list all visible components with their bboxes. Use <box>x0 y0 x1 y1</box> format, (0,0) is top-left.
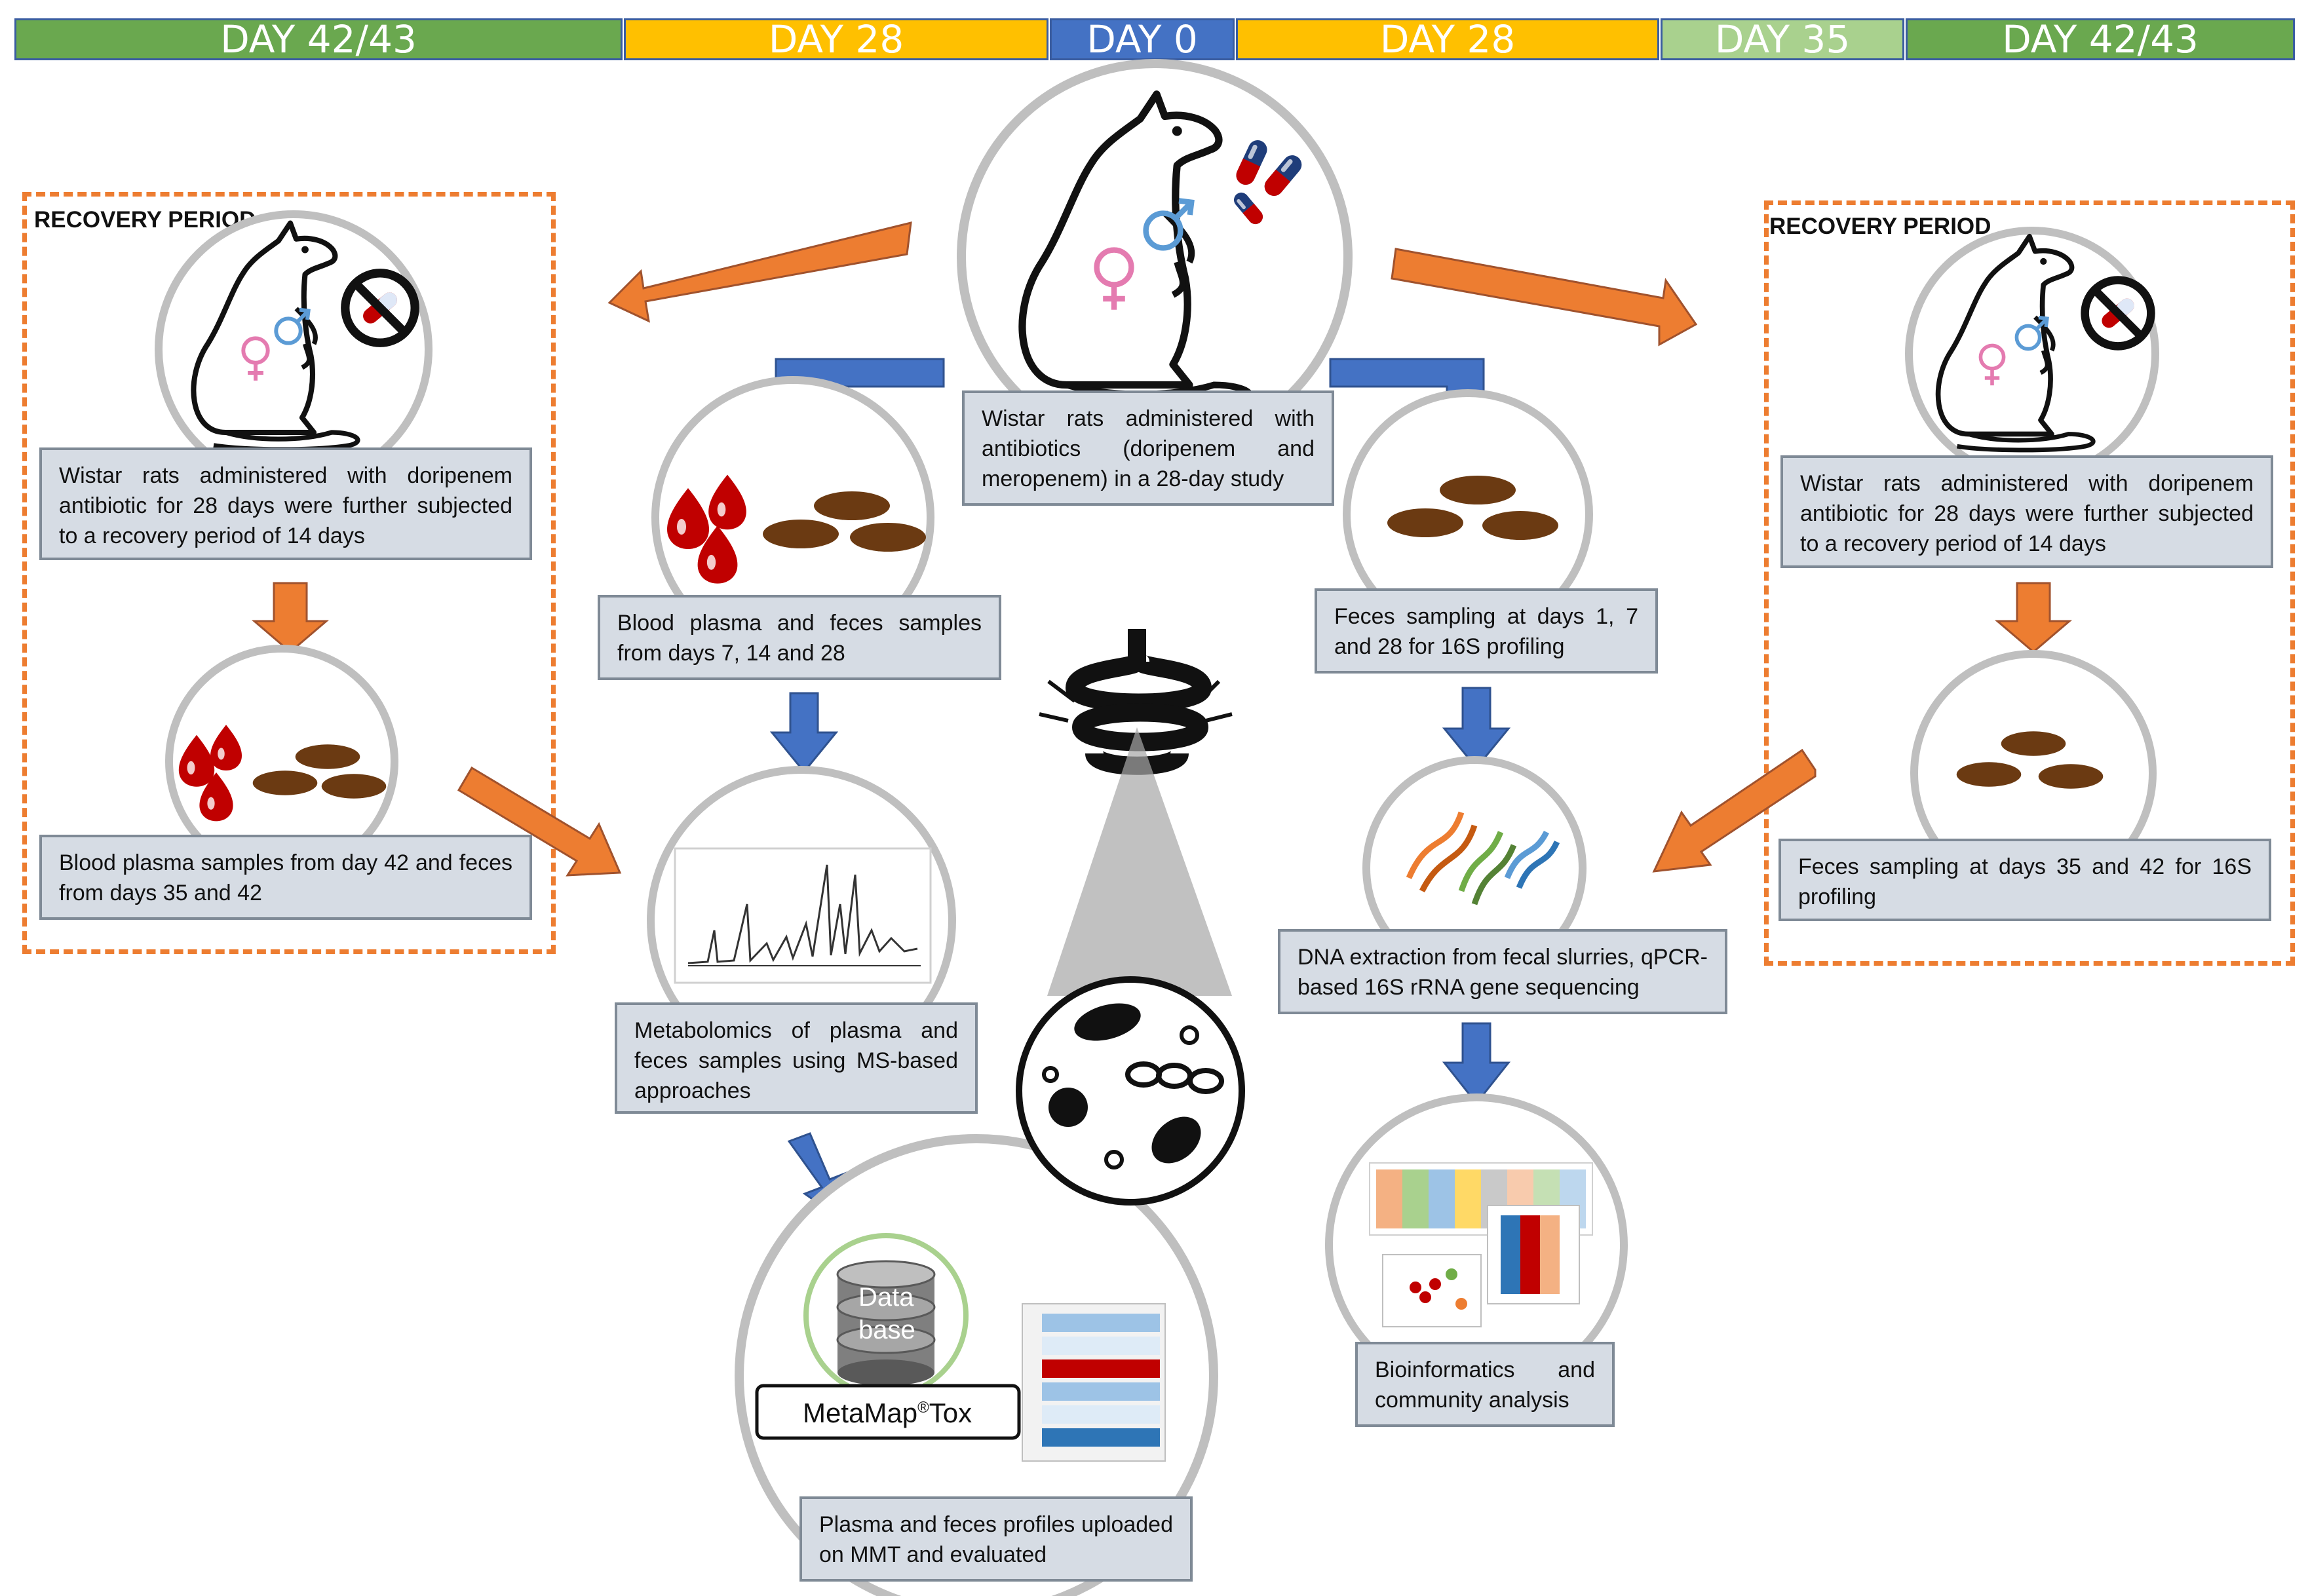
magnification-cone <box>1047 727 1232 996</box>
upload-text: Plasma and feces profiles uploaded on MM… <box>799 1496 1193 1582</box>
day-segment-3: DAY 0 <box>1050 17 1235 62</box>
bioinformatics-text: Bioinformatics and community analysis <box>1355 1342 1615 1427</box>
left-recovery-box <box>22 192 556 954</box>
orange-arrow-left-to-metabolomics <box>457 766 622 877</box>
heatmap-icon <box>1369 1162 1593 1327</box>
orange-arrow-to-right-recovery <box>1391 248 1698 347</box>
right-recovery-box <box>1764 200 2295 966</box>
left-recovery-description: Wistar rats administered with doripenem … <box>39 447 532 560</box>
left-recovery-samples: Blood plasma samples from day 42 and fec… <box>39 835 532 920</box>
blue-arrow-to-dna <box>1442 687 1511 770</box>
day-segment-1: DAY 42/43 <box>14 17 623 62</box>
no-pill-icon <box>345 273 415 343</box>
day-segment-5: DAY 35 <box>1661 17 1904 62</box>
metamap-label: MetaMap®Tox <box>803 1397 972 1429</box>
day-segment-4: DAY 28 <box>1236 17 1659 62</box>
blue-arrow-to-bioinformatics <box>1442 1022 1511 1105</box>
blue-arrow-to-metabolomics <box>769 692 839 774</box>
day-segment-2: DAY 28 <box>624 17 1048 62</box>
bacteria-circle <box>1016 976 1245 1206</box>
blood-feces-samples-text: Blood plasma and feces samples from days… <box>598 595 1001 680</box>
orange-arrow-right-to-dna <box>1652 748 1817 873</box>
database-label-line1: Data <box>858 1283 914 1312</box>
dna-extraction-text: DNA extraction from fecal slurries, qPCR… <box>1278 929 1727 1014</box>
center-description: Wistar rats administered with antibiotic… <box>962 390 1334 506</box>
metabolomics-circle <box>647 766 956 1075</box>
result-table <box>1022 1303 1166 1462</box>
database-label-line2: base <box>858 1316 915 1344</box>
left-recovery-label: RECOVERY PERIOD <box>34 207 256 233</box>
chromatogram-icon <box>674 847 932 984</box>
metamap-box <box>755 1384 1021 1440</box>
metamap-suffix: Tox <box>929 1397 972 1428</box>
database-icon <box>836 1260 936 1386</box>
right-recovery-samples: Feces sampling at days 35 and 42 for 16S… <box>1779 839 2271 921</box>
feces-pellet-icon <box>252 770 318 795</box>
dna-helix-icon <box>1406 811 1560 905</box>
left-rat-circle <box>155 210 433 488</box>
orange-arrow-to-left-recovery <box>607 221 912 323</box>
day-segment-6: DAY 42/43 <box>1906 17 2295 62</box>
right-rat-circle <box>1905 227 2159 481</box>
metamap-name: MetaMap <box>803 1397 918 1428</box>
orange-arrow-right-down <box>1994 582 2073 653</box>
metabolomics-text: Metabolomics of plasma and feces samples… <box>615 1002 978 1114</box>
metamap-reg: ® <box>917 1399 929 1416</box>
database-circle <box>735 1134 1218 1596</box>
right-recovery-description: Wistar rats administered with doripenem … <box>1780 455 2273 568</box>
bacteria-icon <box>1042 1003 1224 1169</box>
feces-sampling-text: Feces sampling at days 1, 7 and 28 for 1… <box>1315 588 1658 674</box>
orange-arrow-left-down <box>251 582 330 653</box>
right-recovery-label: RECOVERY PERIOD <box>1769 214 1991 239</box>
dna-circle <box>1362 756 1587 980</box>
